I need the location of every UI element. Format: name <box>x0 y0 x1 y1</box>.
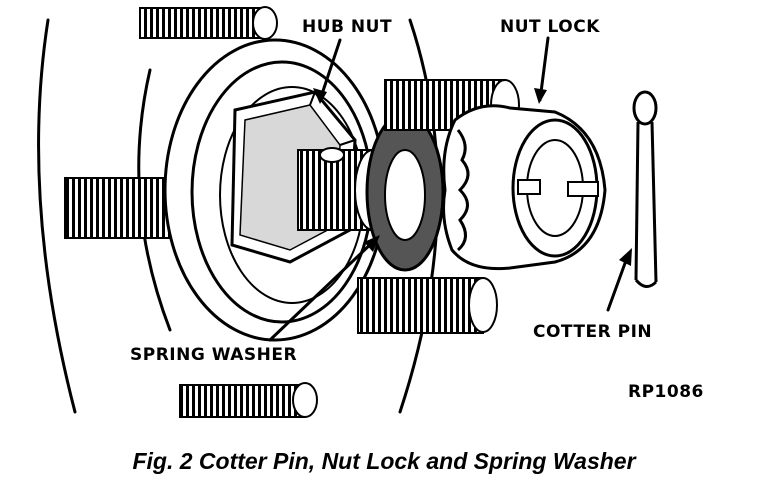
leader-lines <box>268 36 632 342</box>
nut-lock <box>442 104 607 271</box>
lower-right-stud <box>357 277 498 334</box>
figure-reference-code: RP1086 <box>628 382 704 402</box>
bottom-stud <box>179 382 318 418</box>
hub-nut-label: HUB NUT <box>302 17 392 37</box>
spring-washer <box>365 112 445 272</box>
cotter-pin-label: COTTER PIN <box>533 322 652 342</box>
spring-washer-label: SPRING WASHER <box>130 345 297 365</box>
nut-lock-label: NUT LOCK <box>500 17 600 37</box>
figure-caption: Fig. 2 Cotter Pin, Nut Lock and Spring W… <box>132 448 636 474</box>
cotter-pin <box>632 90 658 288</box>
top-stud <box>139 6 278 40</box>
